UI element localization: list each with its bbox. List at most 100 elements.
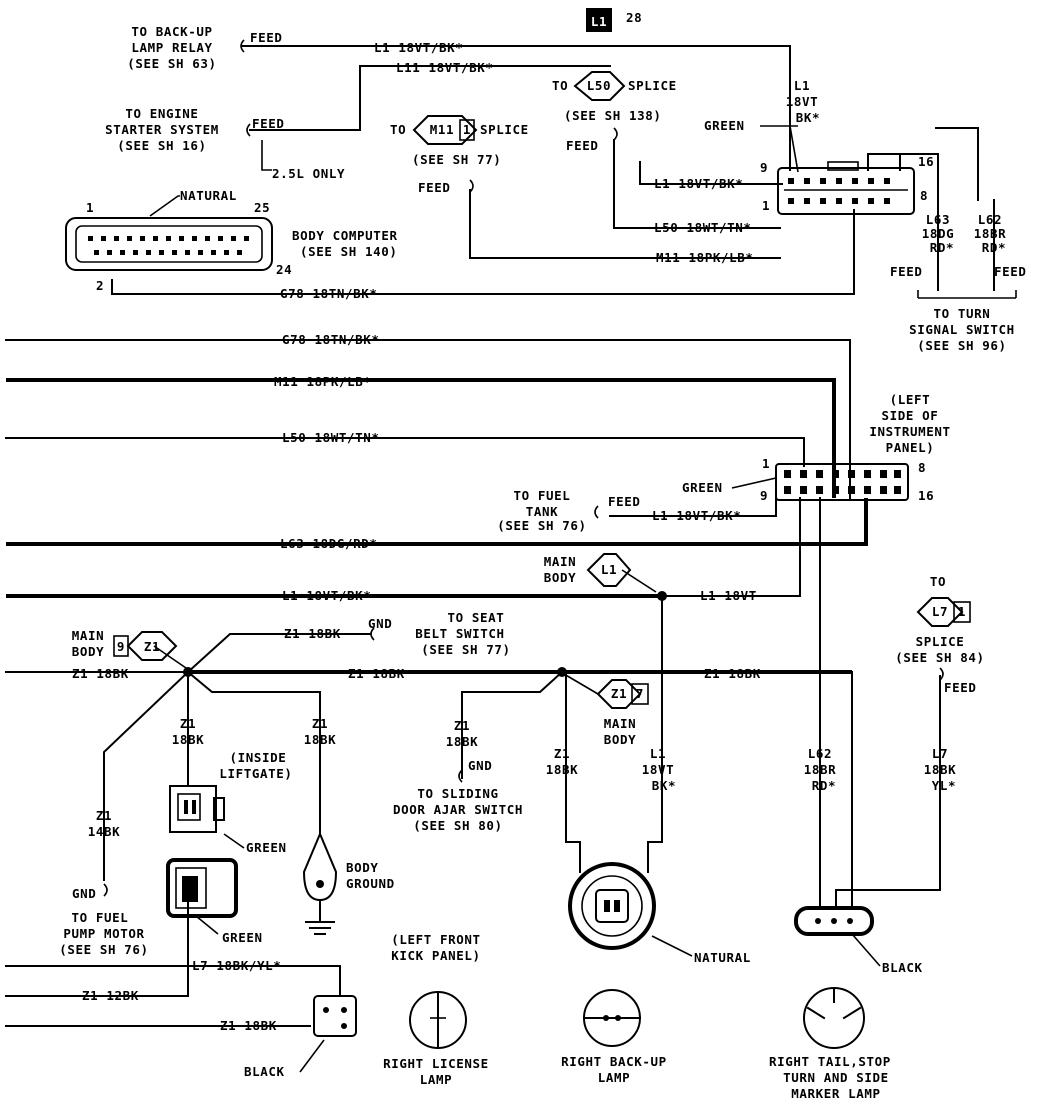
labels-lower: Z1 18BK Z1 18BK (INSIDE LIFTGATE) Z1 14B… [59, 680, 976, 1101]
middle-connector-16pin [731, 463, 909, 501]
wire-l63: L63 18DG/RD* [280, 536, 378, 551]
ref-number: 28 [626, 10, 642, 25]
turn-signal-line3: (SEE SH 96) [917, 338, 1006, 353]
bc-pin-1: 1 [86, 200, 94, 215]
backup-relay-line2: LAMP RELAY [131, 40, 212, 55]
right-backup-lamp [583, 989, 641, 1047]
sliding-door-line3: (SEE SH 80) [413, 818, 502, 833]
green-liftgate: GREEN [246, 840, 287, 855]
m11-icon-text: M11 [430, 122, 454, 137]
liftgate-connector [169, 785, 245, 849]
green-top: GREEN [704, 118, 745, 133]
l1-icon-text: L1 [601, 562, 617, 577]
wire-m11: M11 18PK/LB* [274, 374, 372, 389]
fuel-tank-line3: (SEE SH 76) [497, 518, 586, 533]
conn-l1: L1 [794, 78, 810, 93]
backup-relay-line3: (SEE SH 63) [127, 56, 216, 71]
z1-14bk-line2: 14BK [88, 824, 121, 839]
wire-l1-tank: L1 18VT/BK* [652, 508, 741, 523]
main-body-z1-line2: BODY [72, 644, 105, 659]
sliding-door-line2: DOOR AJAR SWITCH [393, 802, 523, 817]
right-backup-line1: RIGHT BACK-UP [561, 1054, 667, 1069]
black-tail: BLACK [882, 960, 923, 975]
l1-lower-line2: 18VT [642, 762, 675, 777]
l62-lower-line3: RD* [812, 778, 836, 793]
l62-line1: L62 [978, 212, 1002, 227]
middle-wires [5, 339, 941, 907]
l7-lower-line1: L7 [932, 746, 948, 761]
bc-pin-24: 24 [276, 262, 292, 277]
z1-b-line2: 18BK [304, 732, 337, 747]
l1-lower-line3: BK* [652, 778, 676, 793]
fuel-tank-line2: TANK [526, 504, 559, 519]
feed-label-1: FEED [250, 30, 283, 45]
symbol-diamonds: L1 [113, 8, 971, 709]
wire-z1-right: Z1 18BK [704, 666, 761, 681]
right-tail-line2: TURN AND SIDE [783, 1070, 889, 1085]
pin-8-mid: 8 [918, 460, 926, 475]
backup-relay-line1: TO BACK-UP [131, 24, 212, 39]
feed-label-2: FEED [252, 116, 285, 131]
right-backup-line2: LAMP [598, 1070, 631, 1085]
pin-16-top: 16 [918, 154, 934, 169]
engine-starter-line3: (SEE SH 16) [117, 138, 206, 153]
natural-lower: NATURAL [694, 950, 751, 965]
feed-label-6: FEED [994, 264, 1027, 279]
fuel-pump-line2: PUMP MOTOR [63, 926, 144, 941]
l62-lower-line1: L62 [808, 746, 832, 761]
pin-8-top: 8 [920, 188, 928, 203]
tail-lamp-connector [794, 906, 881, 967]
body-computer-line1: BODY COMPUTER [292, 228, 398, 243]
left-side-line1: (LEFT [890, 392, 931, 407]
pin-9-mid: 9 [760, 488, 768, 503]
feed-l7: FEED [944, 680, 977, 695]
main-body-z1-line1: MAIN [72, 628, 105, 643]
right-tail-line1: RIGHT TAIL,STOP [769, 1054, 891, 1069]
wire-l7-bottom: L7 18BK/YL* [192, 958, 281, 973]
engine-starter-line1: TO ENGINE [125, 106, 198, 121]
m11-pin: 1 [463, 122, 471, 137]
splice-l7: SPLICE [916, 634, 965, 649]
conn-l1-color: BK* [796, 110, 820, 125]
wire-l1-top: L1 18VT/BK* [374, 40, 463, 55]
left-front-line2: KICK PANEL) [391, 948, 480, 963]
feed-label-tank: FEED [608, 494, 641, 509]
black-connector-bottom [299, 995, 357, 1073]
l7-pin: 1 [958, 604, 966, 619]
gnd-seat: GND [368, 616, 392, 631]
l7-lower-line2: 18BK [924, 762, 957, 777]
wire-z1-left: Z1 18BK [72, 666, 129, 681]
wire-z1-seat: Z1 18BK [284, 626, 341, 641]
top-connector-16pin [777, 161, 915, 215]
seat-belt-line2: BELT SWITCH [415, 626, 504, 641]
to-label-l50: TO [552, 78, 568, 93]
l50-icon-text: L50 [587, 78, 611, 93]
bc-pin-2: 2 [96, 278, 104, 293]
ref-icon-box [586, 8, 612, 32]
seat-belt-line1: TO SEAT [448, 610, 505, 625]
pin-1-mid: 1 [762, 456, 770, 471]
sliding-door-line1: TO SLIDING [417, 786, 498, 801]
wire-l11: L11 18VT/BK* [396, 60, 494, 75]
see-sh-84: (SEE SH 84) [895, 650, 984, 665]
wire-l1-left: L1 18VT/BK* [282, 588, 371, 603]
inside-liftgate-line1: (INSIDE [230, 750, 287, 765]
turn-signal-line1: TO TURN [934, 306, 991, 321]
body-ground-line2: GROUND [346, 876, 395, 891]
body-ground-symbol [302, 831, 338, 935]
z1-b-line1: Z1 [312, 716, 328, 731]
top-wires [111, 45, 1017, 299]
engine-starter-line2: STARTER SYSTEM [105, 122, 219, 137]
inside-liftgate-line2: LIFTGATE) [219, 766, 292, 781]
fuel-tank-line1: TO FUEL [514, 488, 571, 503]
ref-icon-text: L1 [591, 14, 607, 29]
labels-top: 28 TO BACK-UP LAMP RELAY (SEE SH 63) FEE… [86, 10, 1027, 353]
gnd-sliding: GND [468, 758, 492, 773]
pin-16-mid: 16 [918, 488, 934, 503]
wire-l50-conn: L50 18WT/TN* [654, 220, 752, 235]
z1-a-line2: 18BK [172, 732, 205, 747]
lower-wires [5, 670, 663, 1027]
wire-z1-12bk: Z1 12BK [82, 988, 139, 1003]
see-sh-138: (SEE SH 138) [564, 108, 662, 123]
